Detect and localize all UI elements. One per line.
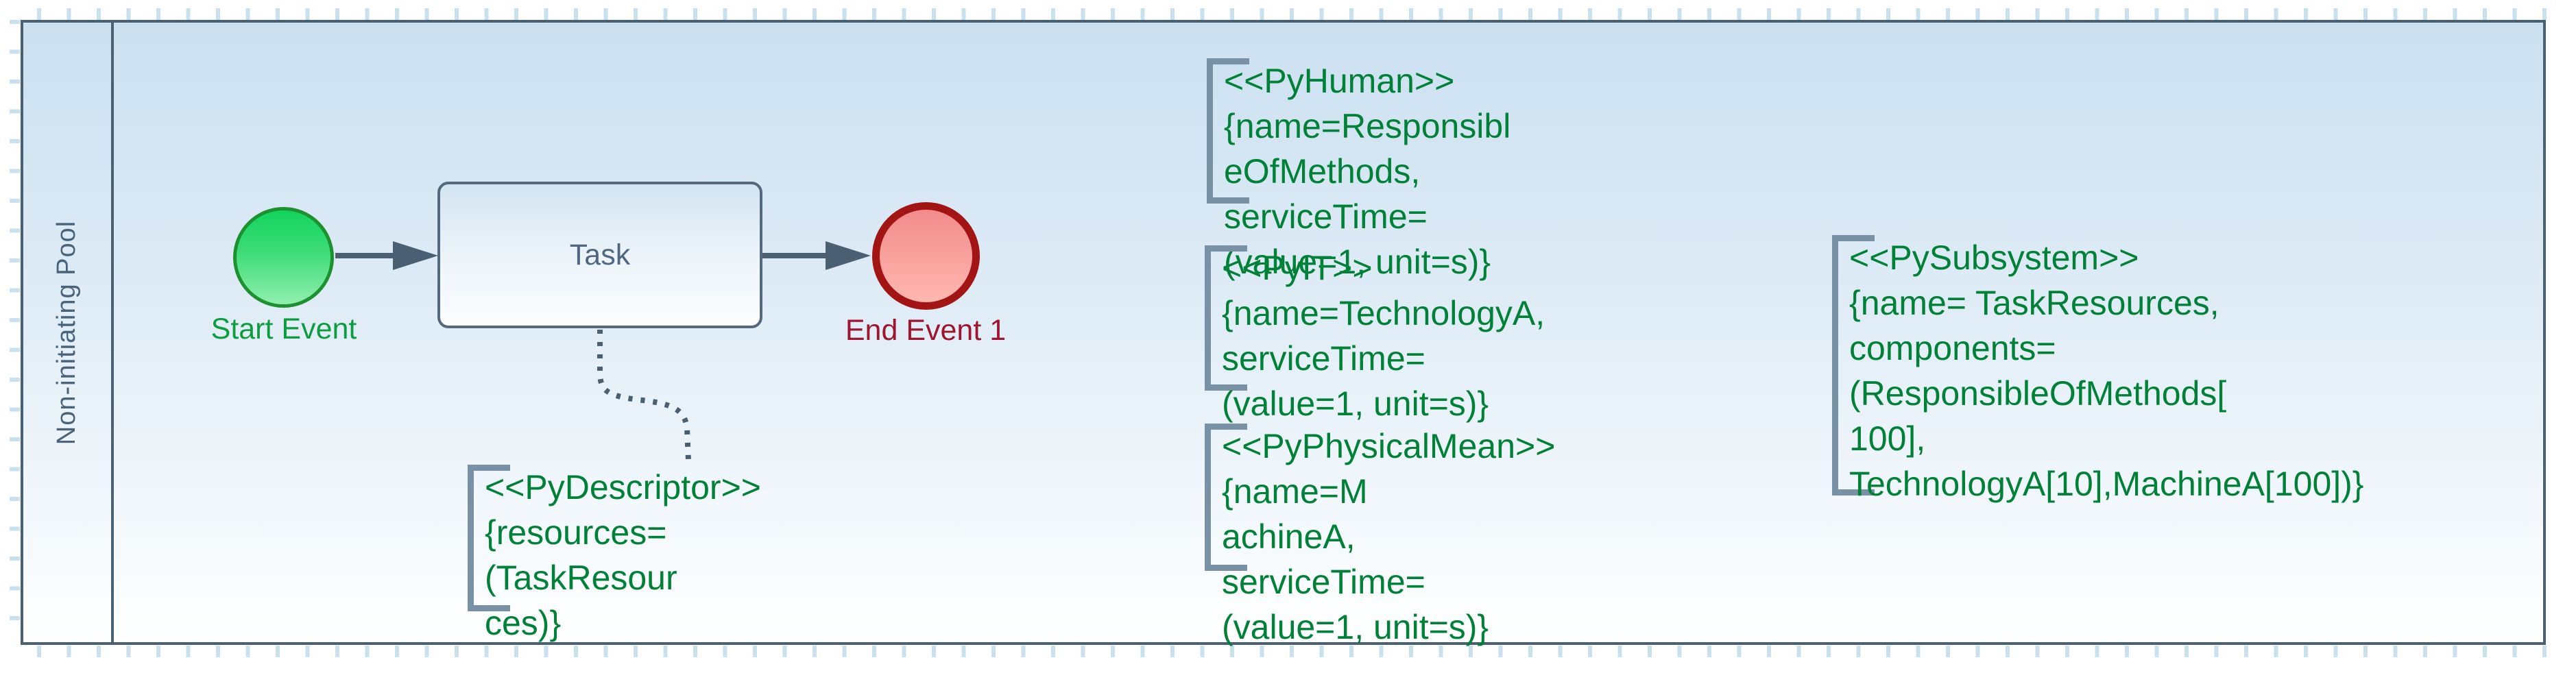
annotation-bracket-icon [1205,424,1247,571]
pool-label: Non-initiating Pool [52,220,82,445]
annotation-text: <<PyPhysicalMean>>{name=M achineA, servi… [1222,427,1556,646]
annotation-text: <<PyHuman>>{name=Responsibl eOfMethods, … [1224,62,1511,281]
grid-ticks-left [10,20,20,645]
annotation-bracket-icon [1832,235,1875,495]
start-event-node[interactable] [233,207,334,308]
task-label: Task [569,238,631,271]
end-event-node[interactable] [872,202,980,310]
pool-non-initiating[interactable]: Non-initiating Pool [21,20,2546,645]
task-node[interactable]: Task [437,182,762,328]
annotation-text: <<PyDescriptor>> {resources=(TaskResour … [485,468,761,642]
grid-ticks-top [21,8,2547,20]
annotation-text: <<PySubsystem>> {name= TaskResources, co… [1849,238,2364,503]
annotation-bracket-icon [1205,245,1247,391]
annotation-bracket-icon [1207,58,1249,204]
annotation-text: <<PyIT>>{name=TechnologyA, serviceTime=(… [1222,249,1545,423]
annotation-bracket-icon [468,465,510,611]
grid-ticks-bottom [21,646,2547,657]
start-event-label: Start Event [210,313,357,345]
end-event-label: End Event 1 [845,314,1007,347]
pool-lane-divider [111,23,114,642]
pool-label-lane[interactable]: Non-initiating Pool [23,23,111,642]
